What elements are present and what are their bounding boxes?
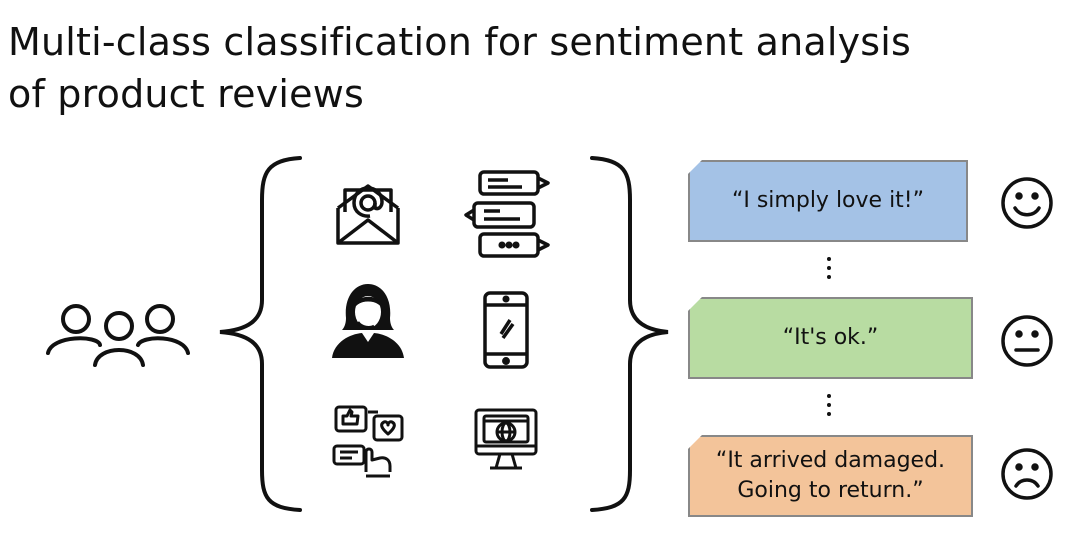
review-text-negative: “It arrived damaged. Going to return.”: [715, 448, 946, 503]
chat-bubbles-icon: [464, 170, 550, 258]
smartphone-icon: [483, 291, 529, 369]
right-brace: [590, 156, 669, 512]
frowning-face-icon: [1001, 448, 1053, 500]
ellipsis-dots-1: [827, 257, 831, 279]
review-box-negative: “It arrived damaged. Going to return.”: [688, 435, 973, 517]
ellipsis-dots-2: [827, 394, 831, 416]
title-line-2: of product reviews: [8, 72, 365, 116]
email-icon: [336, 184, 400, 245]
neutral-face-icon: [1001, 315, 1053, 367]
review-text-positive: “I simply love it!”: [731, 188, 925, 213]
users-group-icon: [46, 304, 190, 367]
social-media-feedback-icon: [332, 405, 404, 478]
review-box-neutral: “It's ok.”: [688, 297, 973, 379]
left-brace: [219, 156, 302, 512]
web-browser-monitor-icon: [474, 408, 538, 470]
title-line-1: Multi-class classification for sentiment…: [8, 20, 912, 64]
page-title: Multi-class classification for sentiment…: [8, 16, 911, 120]
customer-support-agent-icon: [332, 284, 404, 358]
smiling-face-icon: [1001, 177, 1053, 229]
review-box-positive: “I simply love it!”: [688, 160, 968, 242]
review-text-neutral: “It's ok.”: [782, 325, 879, 350]
